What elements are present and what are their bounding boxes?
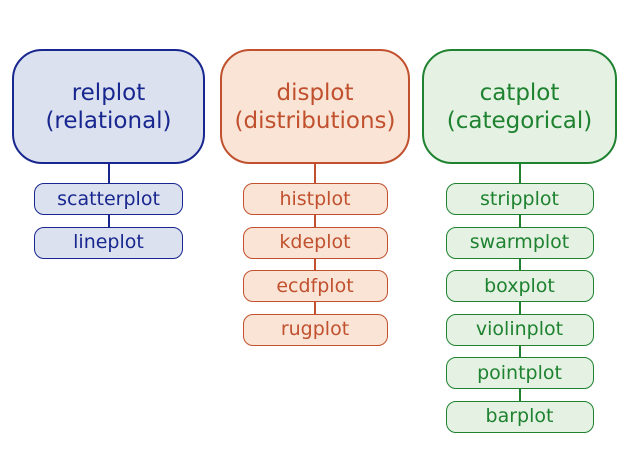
child-label-histplot: histplot [279,187,351,210]
child-box-stripplot: stripplot [445,183,594,215]
child-label-ecdfplot: ecdfplot [276,274,354,297]
child-label-lineplot: lineplot [73,231,144,253]
parent-label-relplot: relplot (relational) [45,79,172,134]
child-label-violinplot: violinplot [475,318,564,340]
column-distributions: displot (distributions) histplot kdeplot… [220,49,410,346]
child-label-kdeplot: kdeplot [279,231,351,253]
child-label-swarmplot: swarmplot [469,231,570,253]
child-label-pointplot: pointplot [477,361,562,384]
child-box-kdeplot: kdeplot [242,226,388,259]
connector-line [314,215,316,227]
connector-line [518,164,521,183]
child-label-rugplot: rugplot [280,318,350,340]
child-label-boxplot: boxplot [484,274,555,297]
child-label-stripplot: stripplot [480,187,559,210]
child-box-rugplot: rugplot [242,313,388,346]
connector-line [518,215,521,227]
connector-line [107,215,110,227]
connector-line [314,258,316,270]
child-label-barplot: barplot [485,405,554,427]
connector-line [518,258,521,270]
child-box-lineplot: lineplot [34,226,183,259]
connector-line [107,164,110,183]
child-box-histplot: histplot [242,183,388,215]
parent-box-displot: displot (distributions) [220,49,410,164]
parent-label-catplot: catplot (categorical) [446,79,593,134]
child-box-barplot: barplot [445,400,594,433]
connector-line [518,345,521,357]
column-categorical: catplot (categorical) stripplot swarmplo… [422,49,617,433]
child-box-boxplot: boxplot [445,270,594,302]
connector-line [518,302,521,314]
parent-box-relplot: relplot (relational) [12,49,205,164]
child-box-pointplot: pointplot [445,357,594,389]
connector-line [518,389,521,401]
parent-label-displot: displot (distributions) [234,79,396,134]
parent-box-catplot: catplot (categorical) [422,49,617,164]
child-box-swarmplot: swarmplot [445,226,594,259]
child-box-ecdfplot: ecdfplot [242,270,388,302]
connector-line [314,302,316,314]
connector-line [314,164,316,183]
child-box-violinplot: violinplot [445,313,594,346]
child-box-scatterplot: scatterplot [34,183,183,215]
child-label-scatterplot: scatterplot [57,187,160,210]
column-relational: relplot (relational) scatterplot lineplo… [12,49,205,259]
